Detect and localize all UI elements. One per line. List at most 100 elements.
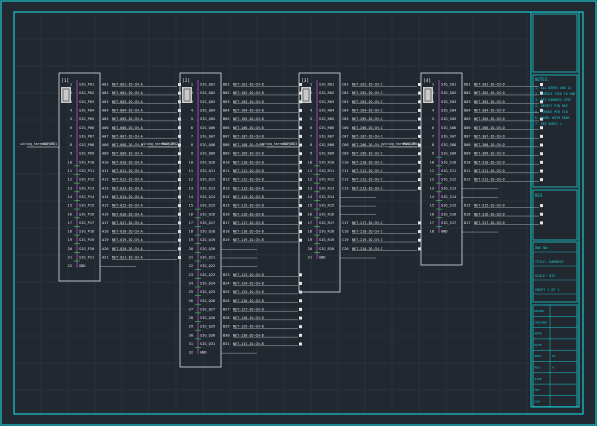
left-net-label: wiring_harness_01 xyxy=(20,142,53,146)
pin-net: NET-128-IO-CH-B xyxy=(233,316,264,320)
pin-number: 11 xyxy=(430,169,434,173)
pin-signal: SIG_R11 xyxy=(319,169,334,173)
pin-net: NET-317-IO-CH-D xyxy=(474,221,505,225)
pin-signal: SIG_S13 xyxy=(441,186,456,190)
pin-signal: SIG_S16 xyxy=(441,212,456,216)
pin-number: 18 xyxy=(308,230,312,234)
pin-terminal: A12 xyxy=(102,178,109,182)
pin-net: NET-202-IO-CH-C xyxy=(352,91,383,95)
pin-number: 16 xyxy=(189,212,193,216)
pin-number: 6 xyxy=(70,126,72,130)
pin-number: 7 xyxy=(70,134,72,138)
pin-terminal: B26 xyxy=(223,299,230,303)
pin-net: NET-316-IO-CH-D xyxy=(474,212,505,216)
wire-end-terminal-icon xyxy=(418,186,421,190)
pin-net: NET-107-IO-CH-B xyxy=(233,134,264,138)
pin-number: 19 xyxy=(308,238,312,242)
pin-number: 21 xyxy=(308,256,312,260)
wire-end-terminal-icon xyxy=(299,83,302,86)
pin-terminal: B28 xyxy=(223,316,230,320)
pin-net: NET-010-IO-CH-A xyxy=(112,160,143,164)
wire-end-terminal-icon xyxy=(299,204,302,208)
pin-terminal: D12 xyxy=(464,178,471,182)
pin-signal: SIG_P12 xyxy=(79,178,94,182)
pin-number: 2 xyxy=(432,91,434,95)
pin-number: 7 xyxy=(191,134,193,138)
pin-terminal: C18 xyxy=(342,230,349,234)
pin-net: NET-117-IO-CH-B xyxy=(233,221,264,225)
pin-terminal: A13 xyxy=(102,186,109,190)
pin-number: 29 xyxy=(189,325,193,329)
pin-terminal: B10 xyxy=(223,160,230,164)
title-grid-key: DRAWN xyxy=(535,309,544,313)
pin-net: NET-124-IO-CH-B xyxy=(233,281,264,285)
pin-signal: SIG_R01 xyxy=(319,83,334,87)
pin-signal: SIG_P02 xyxy=(79,91,94,95)
pin-net: NET-111-IO-CH-B xyxy=(233,169,264,173)
pin-terminal: D10 xyxy=(464,160,471,164)
pin-net: NET-015-IO-CH-A xyxy=(112,204,143,208)
pin-signal: SIG_P17 xyxy=(79,221,94,225)
pin-signal: SIG_Q07 xyxy=(200,134,215,138)
pin-terminal: C19 xyxy=(342,238,349,242)
pin-number: 21 xyxy=(189,256,193,260)
wire-end-terminal-icon xyxy=(540,169,543,173)
pin-number: 1 xyxy=(310,83,312,87)
side-label: PACK-P04 xyxy=(403,142,419,146)
wire-end-terminal-icon xyxy=(299,117,302,121)
note-line: 1. ALL WIRES AWG 22 xyxy=(535,86,572,90)
pin-net: NET-208-IO-CH-C xyxy=(352,143,383,147)
pin-number: 11 xyxy=(68,169,72,173)
wire-end-terminal-icon xyxy=(540,152,543,156)
pin-net: NET-101-IO-CH-B xyxy=(233,83,264,87)
pin-signal: SIG_S11 xyxy=(441,169,456,173)
pin-signal: SIG_P06 xyxy=(79,126,94,130)
pin-number: 1 xyxy=(432,83,434,87)
info-line: SHEET 1 OF 1 xyxy=(535,288,560,292)
pin-signal: SIG_Q02 xyxy=(200,91,215,95)
wire-end-terminal-icon xyxy=(299,281,302,285)
pin-net: NET-102-IO-CH-B xyxy=(233,91,264,95)
pin-number: 14 xyxy=(189,195,193,199)
pin-number: 30 xyxy=(189,333,193,337)
pin-number: 16 xyxy=(308,212,312,216)
pin-terminal: A09 xyxy=(102,152,109,156)
wire-end-terminal-icon xyxy=(540,100,543,104)
pin-terminal: D02 xyxy=(464,91,471,95)
pin-signal: SIG_Q15 xyxy=(200,204,215,208)
pin-terminal: B29 xyxy=(223,325,230,329)
pin-terminal: C09 xyxy=(342,152,349,156)
pin-signal: SIG_Q05 xyxy=(200,117,215,121)
pin-number: 17 xyxy=(189,221,193,225)
wire-end-terminal-icon xyxy=(178,247,181,251)
pin-number: 1 xyxy=(191,83,193,87)
pin-terminal: A04 xyxy=(102,108,109,112)
pin-signal: SIG_R16 xyxy=(319,212,334,216)
pin-terminal: B03 xyxy=(223,100,230,104)
pin-terminal: B11 xyxy=(223,169,230,173)
pin-number: 17 xyxy=(430,221,434,225)
pin-terminal: D04 xyxy=(464,108,471,112)
pin-signal: SIG_P13 xyxy=(79,186,94,190)
pin-number: 7 xyxy=(432,134,434,138)
pin-terminal: B02 xyxy=(223,91,230,95)
pin-net: NET-018-IO-CH-A xyxy=(112,230,143,234)
